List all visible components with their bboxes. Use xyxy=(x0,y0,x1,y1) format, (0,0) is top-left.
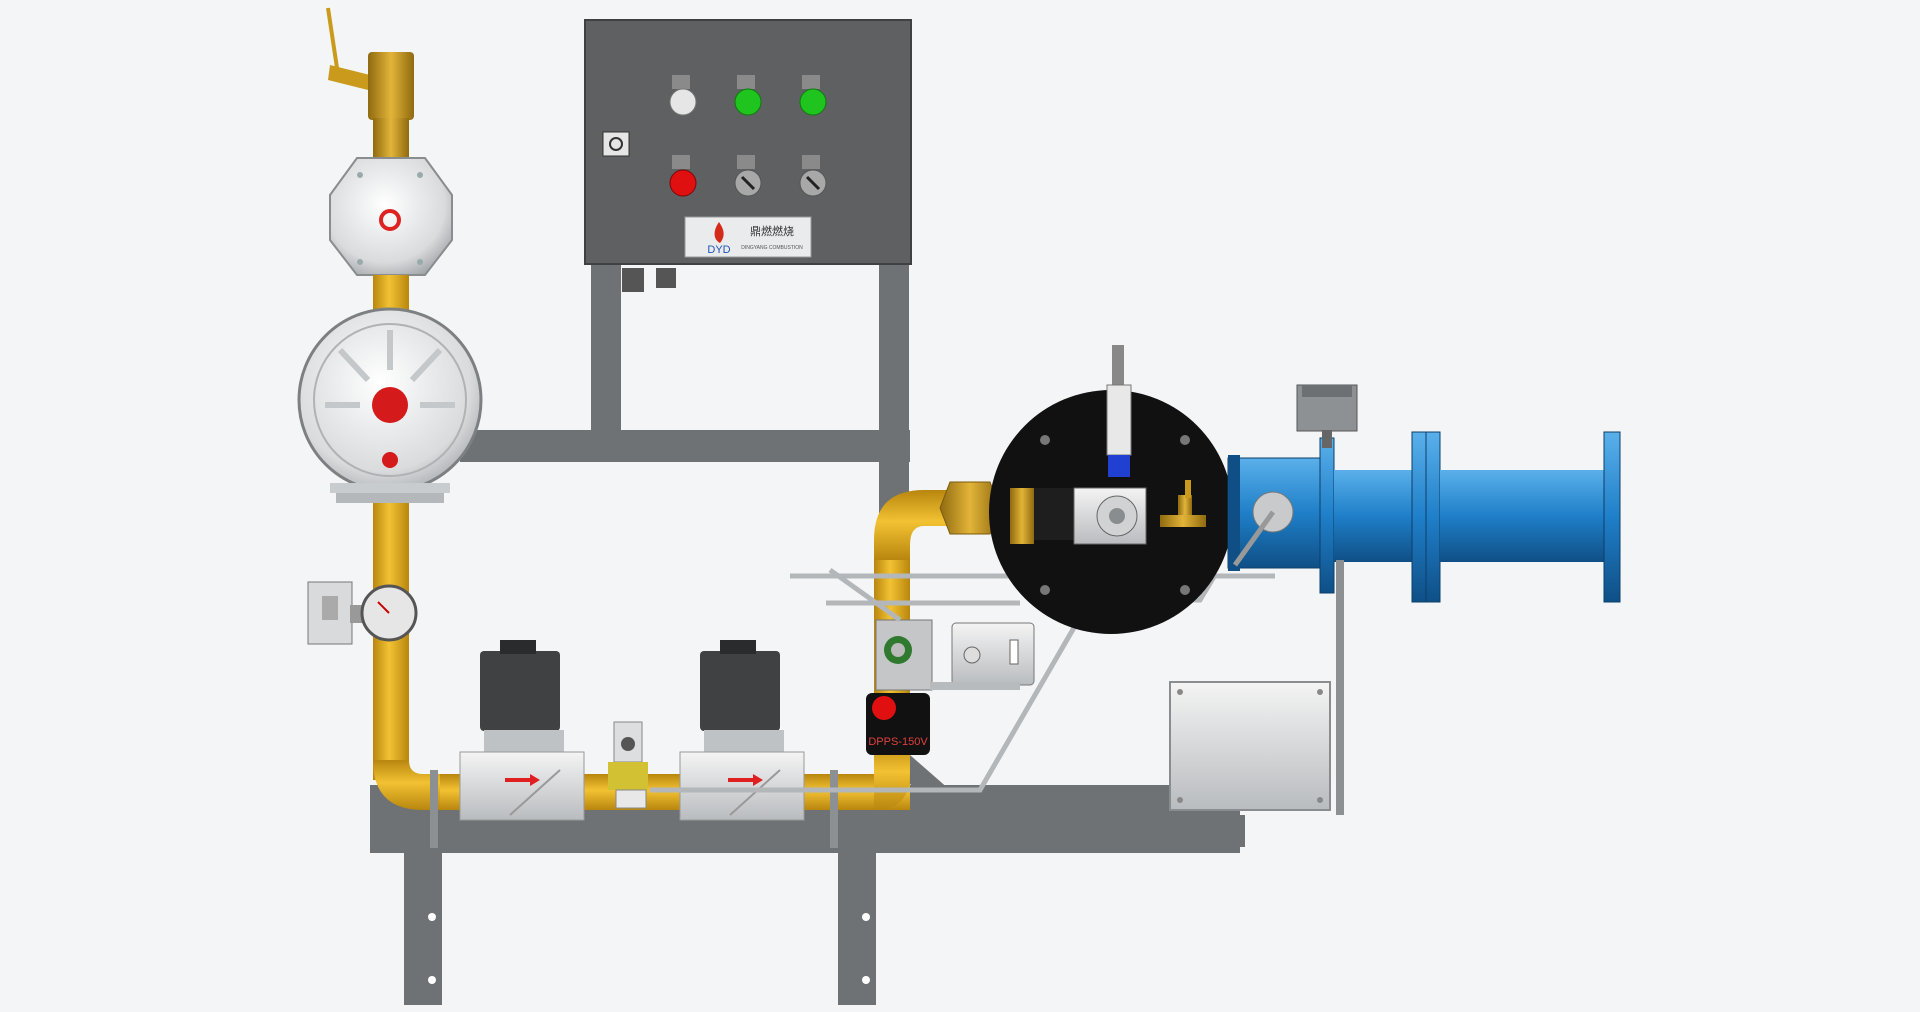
ball-valve xyxy=(368,52,414,120)
combustion-air-duct xyxy=(1227,384,1621,603)
pressure-regulator xyxy=(297,307,483,503)
panel-lock-icon xyxy=(609,137,623,151)
duct-flange-3 xyxy=(1425,431,1441,603)
test-point-fitting xyxy=(608,721,648,809)
gas-pressure-switch: DPPS-150V xyxy=(866,693,930,755)
green-indicator-light-1 xyxy=(734,88,762,116)
frame-leg-right xyxy=(838,845,876,1005)
gas-train: DPPS-150V xyxy=(297,7,1035,848)
pressure-gauge-assembly xyxy=(307,581,418,645)
company-tagline-text: DINGYANG COMBUSTION xyxy=(741,245,803,251)
red-indicator-light xyxy=(669,169,697,197)
indicator-lights xyxy=(669,75,827,197)
white-indicator-light xyxy=(669,88,697,116)
brand-logo-text: DYD xyxy=(707,244,730,256)
brand-nameplate: DYD 鼎燃燃烧 DINGYANG COMBUSTION xyxy=(684,216,812,258)
burner-head xyxy=(989,345,1233,634)
gas-filter xyxy=(329,157,453,276)
ignition-electrode xyxy=(1112,345,1124,385)
company-name-text: 鼎燃燃烧 xyxy=(750,224,794,238)
control-panel: DYD 鼎燃燃烧 DINGYANG COMBUSTION xyxy=(584,19,912,292)
duct-flange-2 xyxy=(1411,431,1427,603)
pipe-union xyxy=(939,481,1001,535)
duct-flange-4 xyxy=(1603,431,1621,603)
flame-logo-icon xyxy=(714,222,724,243)
valve-proving-module xyxy=(875,619,1035,691)
duct-flange-1 xyxy=(1319,437,1335,594)
green-indicator-light-2 xyxy=(799,88,827,116)
frame-leg-left xyxy=(404,845,442,1005)
regulator-red-cap xyxy=(372,387,408,423)
solenoid-valve-1 xyxy=(459,640,585,821)
solenoid-valve-2 xyxy=(679,640,805,821)
junction-box xyxy=(1169,560,1344,815)
pressure-switch-model: DPPS-150V xyxy=(868,736,928,748)
flame-sensor-window xyxy=(1108,455,1130,477)
ball-valve-handle xyxy=(328,65,370,90)
